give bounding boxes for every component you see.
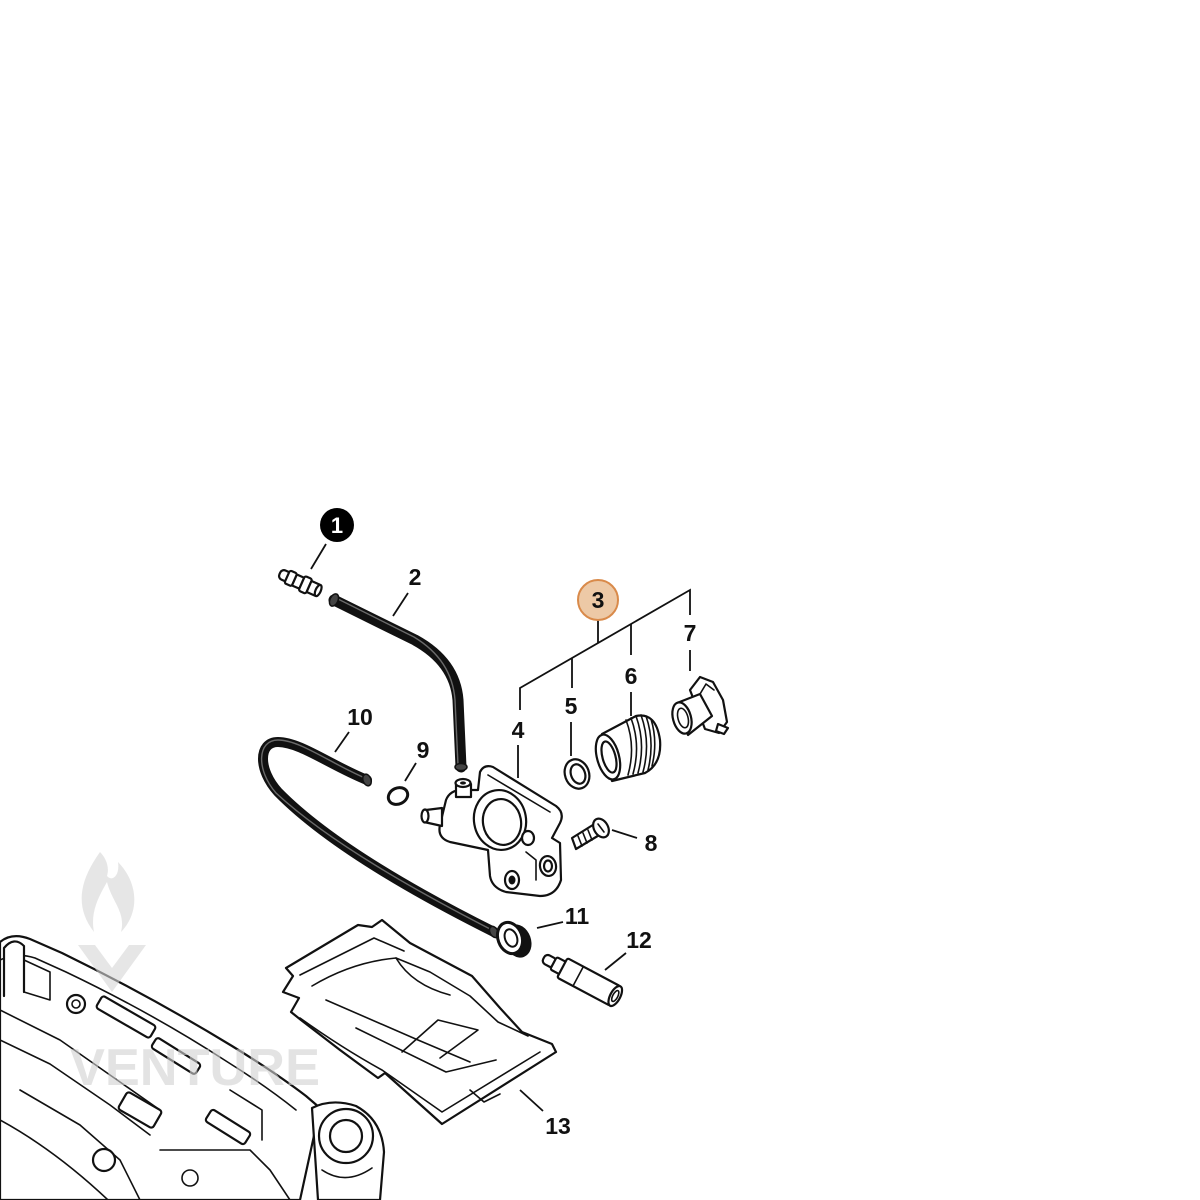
part-11-grommet: [495, 920, 532, 958]
callout-3-badge: [577, 579, 619, 621]
chevron-logo-icon: [78, 945, 146, 992]
leader-line-13: [519, 1089, 544, 1112]
leader-line-12: [604, 952, 627, 971]
callout-13-label: 13: [545, 1113, 571, 1139]
callout-6-label: 6: [625, 663, 638, 689]
callout-3-label: 3: [592, 587, 605, 613]
part-13-plate: [281, 918, 558, 1126]
crankcase-drawing: [0, 935, 386, 1200]
callout-13[interactable]: 13: [545, 1113, 571, 1139]
part-8-screw: [570, 817, 610, 851]
leader-line-10: [334, 731, 350, 753]
part-12-pin: [541, 953, 624, 1008]
part-1-fitting: [277, 569, 323, 598]
callout-4[interactable]: 4: [512, 717, 525, 743]
callout-12[interactable]: 12: [626, 927, 652, 953]
leader-line-1: [310, 543, 327, 570]
callout-1[interactable]: 1: [320, 508, 354, 542]
callout-5-label: 5: [565, 693, 578, 719]
part-9-o-ring: [386, 786, 410, 806]
callout-3[interactable]: 3: [577, 579, 619, 621]
callout-5[interactable]: 5: [565, 693, 578, 719]
leader-line-9: [404, 762, 417, 782]
part-10-hose: [258, 736, 500, 939]
watermark: VENTURE: [70, 852, 320, 1097]
callout-10-label: 10: [347, 704, 373, 730]
callout-1-label: 1: [331, 513, 343, 538]
callout-7[interactable]: 7: [684, 620, 697, 646]
leader-line-11: [536, 921, 564, 929]
callout-12-label: 12: [626, 927, 652, 953]
callout-3-bracket: [519, 588, 691, 710]
callout-2-label: 2: [409, 564, 422, 590]
callout-10[interactable]: 10: [347, 704, 373, 730]
callout-1-badge: [320, 508, 354, 542]
callout-9[interactable]: 9: [417, 737, 430, 763]
part-7-drive-cap: [671, 675, 730, 737]
part-6-worm-gear: [594, 714, 662, 783]
part-5-washer: [563, 758, 591, 790]
leader-line-2: [392, 592, 409, 617]
callout-8[interactable]: 8: [645, 830, 658, 856]
callout-11[interactable]: 11: [565, 903, 590, 929]
callout-9-label: 9: [417, 737, 430, 763]
watermark-text: VENTURE: [70, 1039, 320, 1097]
leader-line-8: [611, 829, 638, 839]
flame-logo-icon: [81, 852, 135, 932]
callout-11-label: 11: [565, 903, 590, 929]
leader-lines: [310, 543, 691, 1112]
callout-7-label: 7: [684, 620, 697, 646]
part-2-hose: [328, 593, 468, 773]
part-4-oil-pump: [420, 765, 563, 898]
callout-4-label: 4: [512, 717, 525, 743]
callout-6[interactable]: 6: [625, 663, 638, 689]
callout-2[interactable]: 2: [409, 564, 422, 590]
callout-8-label: 8: [645, 830, 658, 856]
